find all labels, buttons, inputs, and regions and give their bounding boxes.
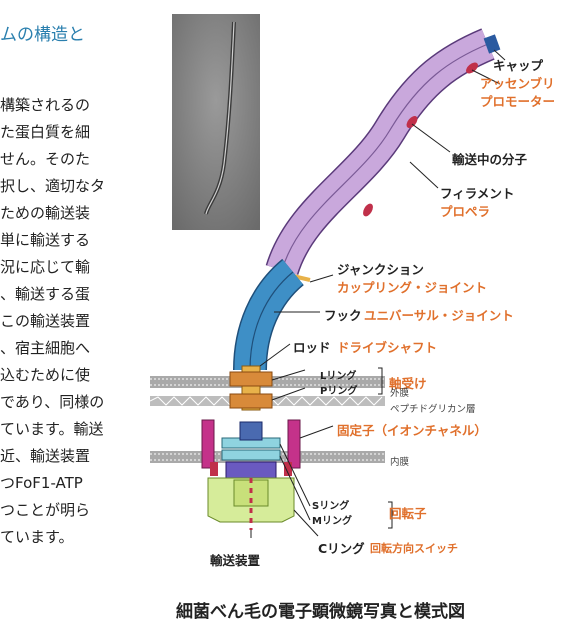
label-propeller: プロペラ — [440, 204, 491, 219]
body-line: せん。そのた — [0, 150, 91, 168]
label-drive-shaft: ドライブシャフト — [337, 340, 438, 355]
label-cap: キャップ — [493, 58, 544, 73]
figure-caption: 細菌べん毛の電子顕微鏡写真と模式図 — [176, 602, 465, 622]
flagellum-diagram — [150, 28, 506, 538]
body-line: ています。 — [0, 528, 74, 546]
label-switch: 回転方向スイッチ — [370, 542, 458, 555]
label-inner-membrane: 内膜 — [390, 457, 410, 468]
electron-micrograph — [172, 14, 260, 230]
body-line: 、宿主細胞へ — [0, 339, 91, 357]
label-rotor: 回転子 — [389, 506, 427, 521]
label-s-ring: Sリング — [312, 501, 350, 512]
p-ring — [229, 393, 273, 409]
m-ring — [221, 449, 281, 461]
stator-right — [287, 419, 301, 469]
label-p-ring: Pリング — [320, 386, 358, 397]
label-assembly: アッセンブリ — [480, 76, 555, 91]
label-rod: ロッド — [293, 340, 331, 355]
label-transport-apparatus: 輸送装置 — [210, 553, 261, 568]
body-line: た蛋白質を細 — [0, 123, 91, 141]
body-line: ています。輸送 — [0, 420, 104, 438]
label-l-ring: Lリング — [320, 371, 357, 382]
body-line: であり、同様の — [0, 393, 105, 411]
body-line: ための輸送装 — [0, 204, 91, 222]
label-bearing: 軸受け — [389, 376, 427, 391]
label-filament: フィラメント — [440, 186, 515, 201]
label-outer-membrane: 外膜 — [390, 388, 410, 399]
body-line: つことが明ら — [0, 501, 91, 519]
label-coupling: カップリング・ジョイント — [337, 280, 488, 295]
body-line: 択し、適切なタ — [0, 177, 106, 195]
section-heading: ムの構造と — [0, 25, 85, 45]
label-peptidoglycan: ペプチドグリカン層 — [390, 404, 476, 415]
label-junction: ジャンクション — [337, 262, 424, 277]
body-line: 構築されるの — [0, 96, 91, 114]
body-line: 、輸送する蛋 — [0, 285, 91, 303]
label-stator: 固定子（イオンチャネル） — [337, 423, 487, 438]
label-hook: フック — [324, 308, 362, 323]
body-line: 況に応じて輸 — [0, 258, 91, 276]
label-universal: ユニバーサル・ジョイント — [364, 308, 514, 323]
body-line: 込むために使 — [0, 366, 91, 384]
body-line: この輸送装置 — [0, 312, 91, 330]
l-ring — [229, 371, 273, 387]
label-promoter: プロモーター — [480, 94, 556, 109]
stator-left — [201, 419, 215, 469]
body-line: 近、輸送装置 — [0, 447, 91, 465]
cap — [483, 34, 501, 54]
body-text: 構築されるの た蛋白質を細 せん。そのた 択し、適切なタ ための輸送装 単に輸送… — [0, 92, 105, 551]
label-transport-molecule: 輸送中の分子 — [452, 152, 528, 167]
body-line: 単に輸送する — [0, 231, 91, 249]
body-line: つFoF1-ATP — [0, 474, 83, 492]
label-m-ring: Mリング — [312, 516, 352, 527]
label-c-ring: Cリング — [318, 541, 365, 556]
